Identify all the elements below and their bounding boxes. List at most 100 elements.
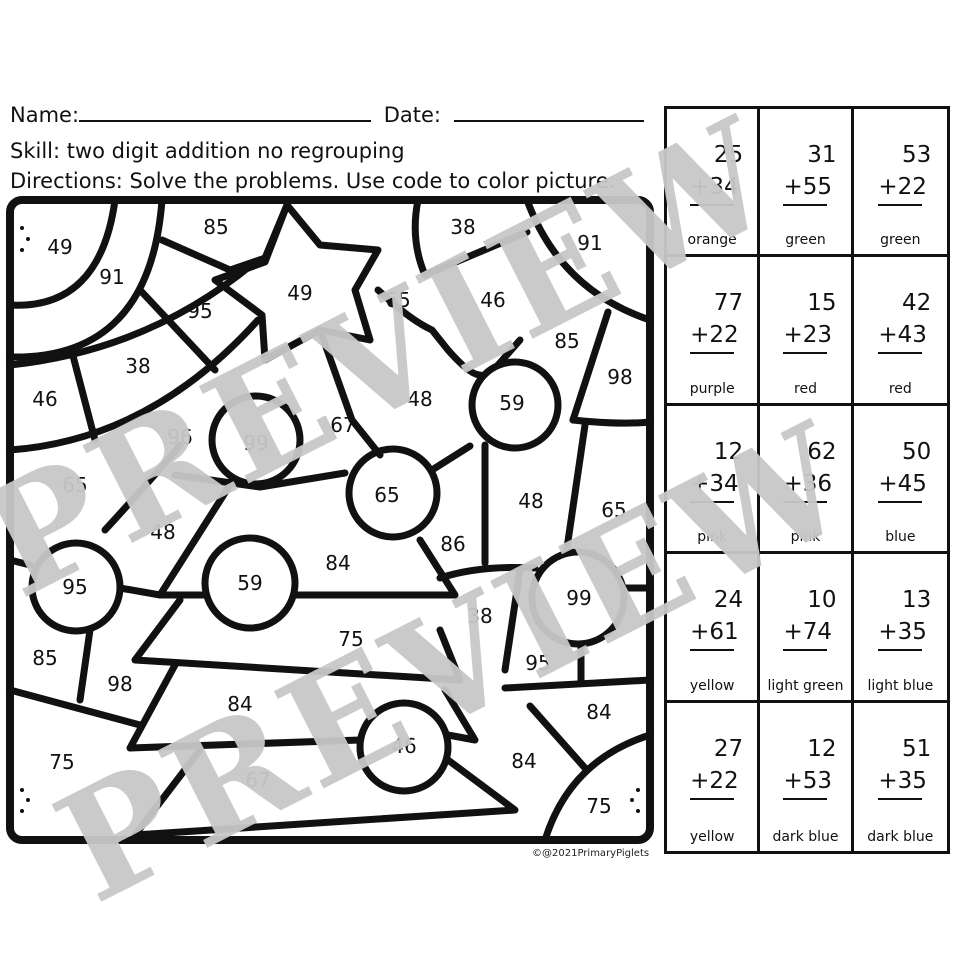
addend-bottom: +74 [783,616,832,652]
region-number[interactable]: 98 [107,672,132,696]
region-number[interactable]: 59 [237,571,262,595]
addition-problem: 24+61 [667,584,757,652]
region-number[interactable]: 85 [203,215,228,239]
addend-top: 10 [807,587,837,614]
region-number[interactable]: 48 [150,520,175,544]
region-number[interactable]: 95 [525,651,550,675]
name-date-line: Name: Date: [10,102,644,128]
addend-top: 25 [713,142,744,168]
addend-bottom: +43 [878,319,927,355]
region-number[interactable]: 75 [49,750,74,774]
color-by-number-picture: 49 91 85 95 49 38 46 96 99 67 65 48 38 91 65 46 85 98 48 59… [6,196,654,844]
region-number[interactable]: 67 [330,413,355,437]
color-name: red [794,380,817,397]
directions-text: Directions: Solve the problems. Use code… [10,169,616,193]
addend-top: 53 [902,142,932,168]
addition-problem: 62+36 [760,436,850,503]
region-number[interactable]: 65 [601,498,626,522]
region-number[interactable]: 95 [187,299,212,323]
region-number[interactable]: 84 [325,551,350,575]
addition-problem: 42+43 [854,287,947,355]
region-number[interactable]: 59 [499,391,524,415]
region-number[interactable]: 67 [245,768,270,792]
region-number[interactable]: 91 [99,265,124,289]
addend-bottom: +23 [783,319,832,355]
region-number[interactable]: 84 [227,692,252,716]
region-number[interactable]: 75 [338,627,363,651]
region-number[interactable]: 65 [385,288,410,312]
addition-problem: 27+22 [667,733,757,800]
region-number[interactable]: 65 [374,483,399,507]
addend-bottom: +36 [783,468,832,503]
region-number[interactable]: 84 [511,749,536,773]
color-name: purple [689,380,735,397]
code-cell: 50 +45 blue [853,406,947,555]
region-number[interactable]: 65 [62,473,87,497]
region-number[interactable]: 46 [32,387,57,411]
addend-top: 77 [713,290,744,317]
addend-bottom: +45 [878,468,927,503]
color-name: orange [687,232,737,249]
addend-bottom: +35 [878,616,927,652]
color-name: dark blue [772,828,839,845]
region-number[interactable]: 99 [243,431,268,455]
color-name: green [880,232,921,249]
name-label: Name: [10,103,80,127]
addend-top: 27 [713,735,744,762]
name-field[interactable] [79,102,372,122]
region-number[interactable]: 86 [440,532,465,556]
code-cell: 53 +22 green [853,109,947,258]
region-number[interactable]: 48 [518,489,543,513]
region-number[interactable]: 84 [586,700,611,724]
addition-problem: 12+34 [667,436,757,503]
region-number[interactable]: 95 [62,575,87,599]
region-number[interactable]: 46 [391,734,416,758]
addend-bottom: +22 [878,171,927,206]
region-number[interactable]: 49 [47,235,72,259]
region-number[interactable]: 38 [125,354,150,378]
addition-problem: 13+35 [854,584,947,652]
code-cell: 24+61 yellow [667,554,761,703]
color-name: blue [885,529,916,546]
region-number[interactable]: 75 [586,794,611,818]
code-cell: 77+22 purple [667,257,761,406]
region-number[interactable]: 46 [480,288,505,312]
addend-bottom: +22 [690,765,739,800]
region-number[interactable]: 99 [566,586,591,610]
addition-problem: 25+34 [667,139,757,206]
addend-top: 62 [807,438,837,465]
addend-top: 42 [902,290,932,317]
addition-problem: 10+74 [760,584,850,652]
region-number[interactable]: 91 [577,231,602,255]
addend-top: 13 [902,587,932,614]
date-label: Date: [383,103,441,127]
addend-top: 50 [902,438,932,465]
date-field[interactable] [453,102,644,122]
region-number[interactable]: 49 [287,281,312,305]
color-name: light blue [867,677,934,694]
addend-top: 12 [807,735,837,762]
code-cell: 13+35 light blue [853,554,947,703]
addend-top: 12 [713,438,744,465]
region-number[interactable]: 38 [450,215,475,239]
addend-bottom: +61 [690,616,739,652]
addend-bottom: +35 [878,765,927,800]
addend-bottom: +22 [690,319,739,355]
region-number[interactable]: 85 [32,646,57,670]
region-number[interactable]: 38 [467,604,492,628]
code-cell: 15+23 red [760,257,854,406]
color-name: yellow [689,677,735,694]
color-name: dark blue [867,828,934,845]
region-number[interactable]: 98 [607,365,632,389]
region-number[interactable]: 85 [554,329,579,353]
addend-top: 15 [807,290,837,317]
region-number[interactable]: 96 [167,425,192,449]
addend-top: 31 [807,142,837,168]
region-number[interactable]: 48 [407,387,432,411]
